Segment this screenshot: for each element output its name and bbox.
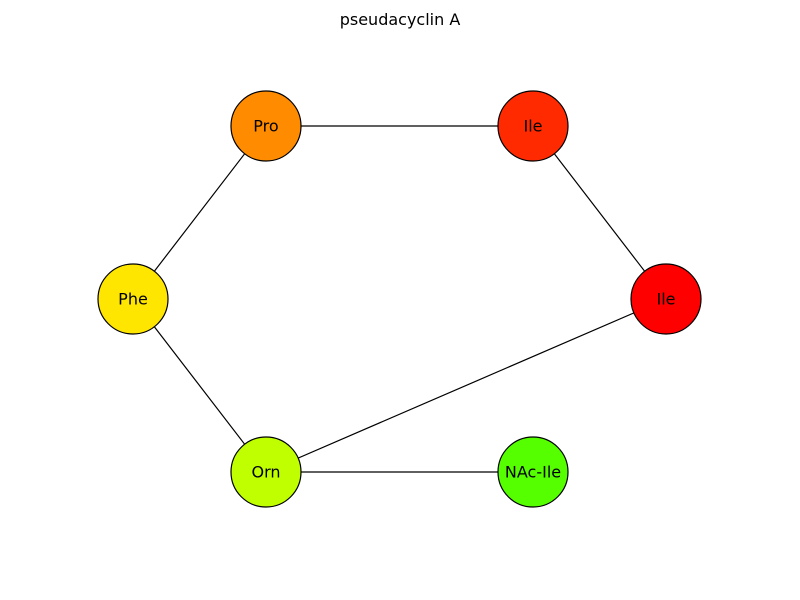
node-nacile: NAc-Ile (497, 436, 569, 508)
node-pro: Pro (230, 90, 302, 162)
edge-layer (132, 125, 667, 473)
node-circle-ile2 (630, 263, 702, 335)
edge-ile1-ile2 (532, 125, 667, 300)
node-circle-nacile (497, 436, 569, 508)
node-circle-orn (230, 436, 302, 508)
diagram-title: pseudacyclin A (340, 10, 461, 29)
node-label-ile2: Ile (656, 290, 675, 309)
node-orn: Orn (230, 436, 302, 508)
node-circle-phe (97, 263, 169, 335)
node-label-pro: Pro (253, 117, 278, 136)
node-phe: Phe (97, 263, 169, 335)
edge-phe-pro (132, 125, 267, 300)
node-circle-pro (230, 90, 302, 162)
node-circle-ile1 (497, 90, 569, 162)
node-ile1: Ile (497, 90, 569, 162)
node-ile2: Ile (630, 263, 702, 335)
node-label-phe: Phe (118, 290, 148, 309)
edge-orn-phe (132, 298, 267, 473)
edge-ile2-orn (265, 298, 667, 473)
node-label-orn: Orn (251, 463, 280, 482)
node-label-nacile: NAc-Ile (505, 463, 561, 482)
node-label-ile1: Ile (523, 117, 542, 136)
